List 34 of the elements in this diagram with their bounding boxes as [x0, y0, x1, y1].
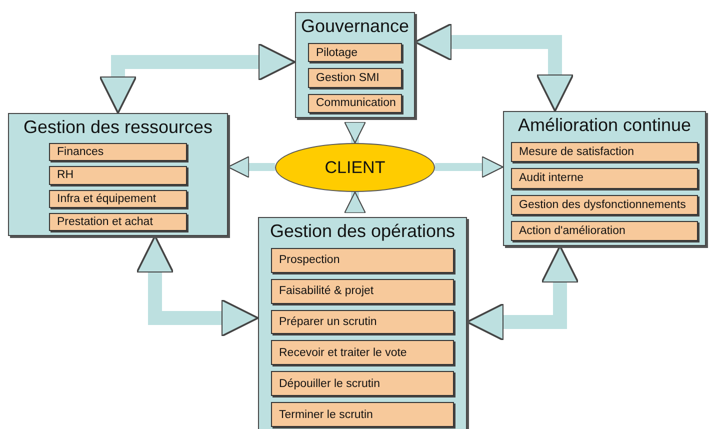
process-item: Mesure de satisfaction [511, 142, 698, 162]
process-item: Action d'amélioration [511, 220, 698, 241]
process-item: Audit interne [511, 168, 698, 188]
block-arrow [98, 42, 296, 114]
block-arrow [435, 156, 504, 178]
block-arrow [344, 192, 366, 214]
process-item: Communication [308, 94, 402, 113]
process-item: RH [49, 166, 187, 184]
block-arrow [136, 235, 259, 338]
process-item: Gestion SMI [308, 68, 402, 88]
block-arrow [227, 156, 275, 178]
process-item: Faisabilité & projet [271, 278, 454, 304]
process-group-panel [295, 12, 415, 118]
process-item: Prospection [271, 248, 454, 273]
process-item: Recevoir et traiter le vote [271, 340, 454, 366]
process-item: Terminer le scrutin [271, 402, 454, 427]
process-group-panel [503, 111, 706, 246]
process-item: Infra et équipement [49, 190, 187, 208]
group-title: Amélioration continue [518, 114, 692, 136]
block-arrow [466, 245, 580, 342]
process-item: Gestion des dysfonctionnements [511, 194, 698, 215]
block-arrow [344, 122, 366, 144]
group-title: Gouvernance [300, 15, 410, 37]
process-item: Pilotage [308, 43, 402, 62]
process-item: Préparer un scrutin [271, 310, 454, 334]
process-group-panel [8, 113, 228, 236]
group-title: Gestion des ressources [23, 116, 213, 138]
group-title: Gestion des opérations [270, 220, 456, 242]
block-arrow [414, 22, 574, 112]
client-ellipse: CLIENT [275, 143, 435, 192]
process-group-panel [258, 217, 467, 429]
process-item: Finances [49, 143, 187, 162]
process-item: Dépouiller le scrutin [271, 371, 454, 396]
process-item: Prestation et achat [49, 212, 187, 231]
